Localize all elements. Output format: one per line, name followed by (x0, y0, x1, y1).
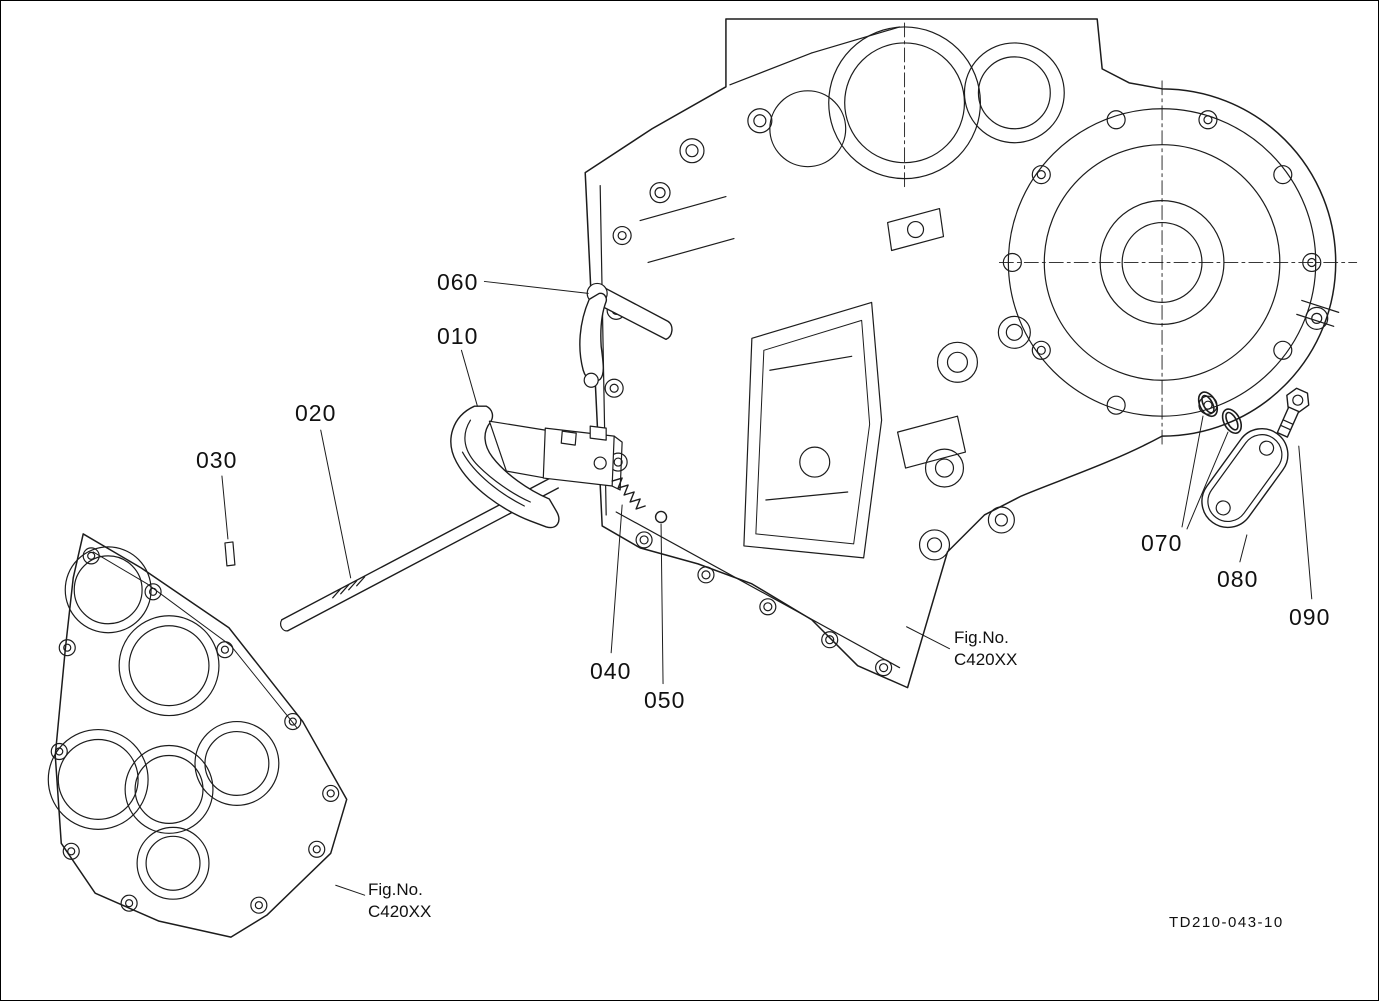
callout-040: 040 (590, 658, 632, 684)
shift-lever-art (579, 282, 673, 388)
leader-fig-cover (335, 884, 366, 896)
leader-070-a (1181, 415, 1204, 528)
leader-010 (460, 349, 478, 407)
plug-bolt-art (1276, 387, 1310, 438)
fig-note-cover-line2: C420XX (368, 902, 432, 922)
callout-080: 080 (1217, 566, 1259, 592)
leader-060 (483, 280, 589, 294)
callout-020: 020 (295, 400, 337, 426)
detent-spring-art (611, 477, 646, 510)
detent-ball-art (654, 510, 668, 524)
callout-050: 050 (644, 687, 686, 713)
leader-050 (660, 523, 664, 685)
fig-note-case-line1: Fig.No. (954, 628, 1009, 647)
leader-070-b (1186, 431, 1229, 530)
side-cover-art (47, 533, 348, 938)
fig-note-case: Fig.No. C420XX (954, 627, 1017, 671)
leader-fig-case (906, 626, 950, 650)
pin-art (224, 541, 236, 567)
leader-lines (221, 280, 1313, 896)
fig-note-cover: Fig.No. C420XX (368, 879, 431, 923)
fig-note-case-line2: C420XX (954, 650, 1018, 670)
leader-090 (1298, 445, 1313, 600)
fig-note-cover-line1: Fig.No. (368, 880, 423, 899)
callout-030: 030 (196, 447, 238, 473)
o-rings-art (1197, 391, 1243, 435)
callout-060: 060 (437, 269, 479, 295)
transmission-case-art (584, 18, 1358, 689)
shift-fork-art (450, 405, 623, 529)
leader-020 (320, 429, 352, 579)
drawing-number: TD210-043-10 (1169, 914, 1284, 931)
cover-plate-art (1201, 427, 1289, 529)
leader-030 (221, 475, 229, 540)
callout-090: 090 (1289, 604, 1331, 630)
leader-080 (1239, 534, 1248, 563)
leader-040 (610, 504, 623, 654)
callout-010: 010 (437, 323, 479, 349)
callout-070: 070 (1141, 530, 1183, 556)
